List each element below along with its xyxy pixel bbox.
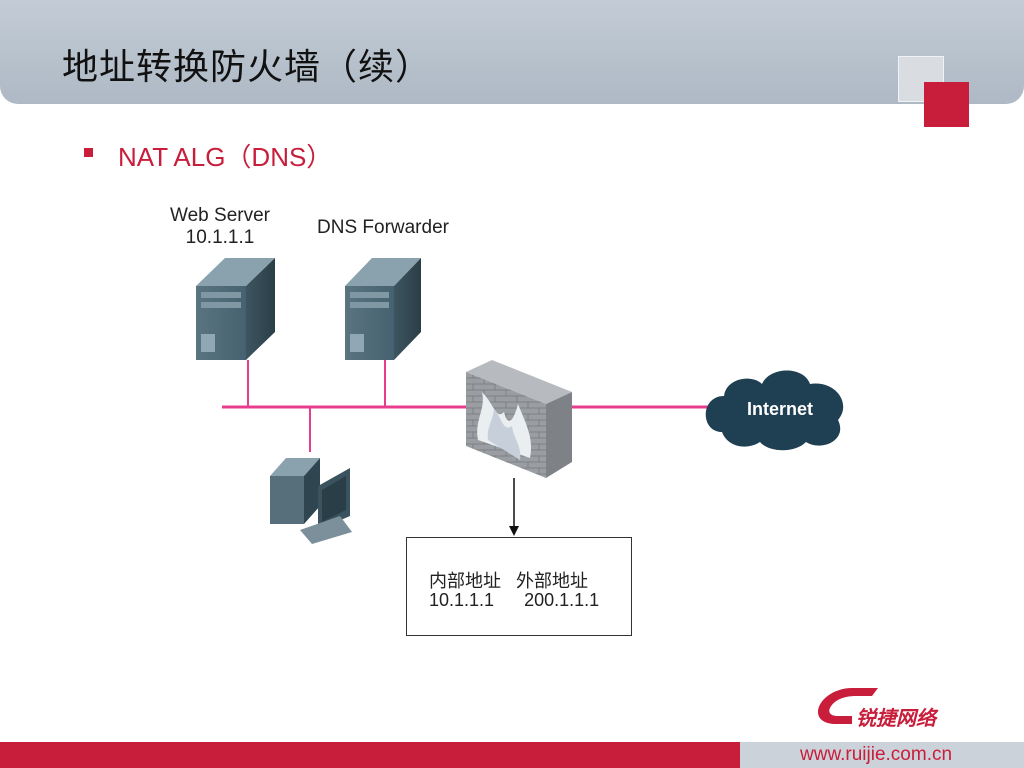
web-server-name: Web Server	[170, 205, 270, 226]
footer-bar-red	[0, 742, 740, 768]
ruijie-logo-icon	[818, 688, 878, 724]
firewall-icon	[466, 360, 572, 478]
slide-title: 地址转换防火墙（续）	[62, 47, 433, 88]
internet-cloud-icon	[705, 370, 844, 451]
web-server-icon	[196, 258, 275, 360]
logo-text: 锐捷网络	[856, 706, 936, 730]
bullet-icon	[84, 148, 93, 157]
footer-bar-grey	[740, 742, 1024, 768]
web-server-label: Web Server 10.1.1.1	[160, 205, 280, 249]
nat-table-header: 内部地址 外部地址	[429, 571, 589, 591]
footer-url: www.ruijie.com.cn	[800, 744, 953, 765]
network-links	[222, 360, 712, 452]
bullet-text: NAT ALG（DNS）	[118, 142, 333, 172]
dns-forwarder-label: DNS Forwarder	[317, 217, 449, 238]
nat-table-row: 10.1.1.1 200.1.1.1	[429, 590, 600, 610]
client-pc-icon	[270, 458, 352, 544]
nat-arrow	[509, 478, 519, 536]
dns-server-icon	[345, 258, 421, 360]
internet-label: Internet	[746, 399, 813, 419]
title-bar	[0, 0, 1024, 104]
web-server-ip: 10.1.1.1	[185, 227, 255, 248]
decor-square-red	[924, 82, 969, 127]
nat-table: 内部地址 外部地址 10.1.1.1 200.1.1.1	[406, 537, 632, 636]
